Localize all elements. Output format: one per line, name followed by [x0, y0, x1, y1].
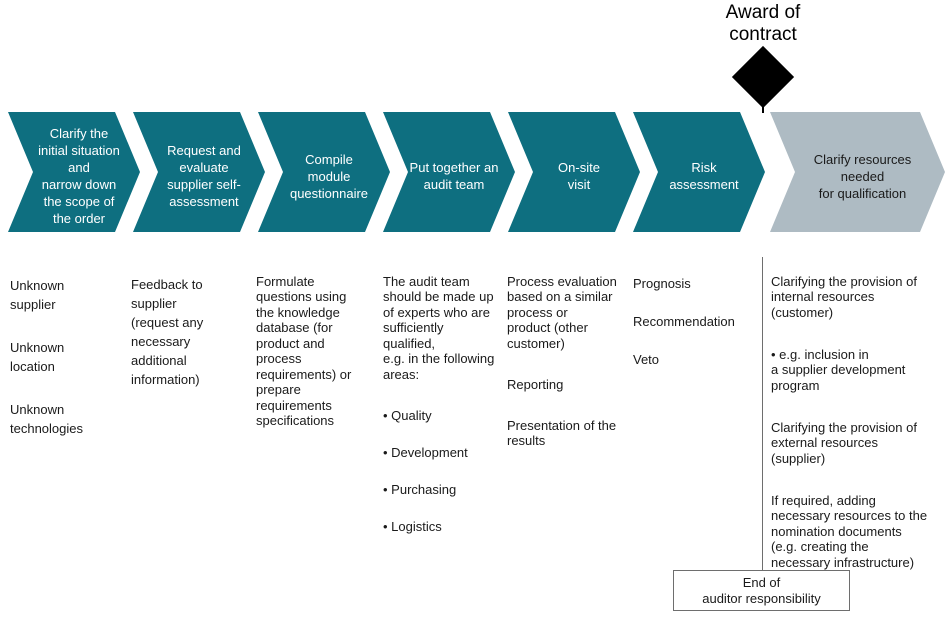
- paragraph: Prognosis: [633, 275, 691, 291]
- chevron-step-3-compile-questionnaire: Compile module questionnaire: [258, 112, 390, 232]
- chevron-step-2-label: Request and evaluate supplier self- asse…: [167, 143, 241, 209]
- step-2-details: Feedback to supplier (request any necess…: [131, 256, 247, 408]
- paragraph: The audit team should be made up of expe…: [383, 273, 495, 382]
- step-3-details: Formulate questions using the knowledge …: [256, 258, 382, 444]
- responsibility-boundary-line: [762, 257, 763, 570]
- bullet-item: • Logistics: [383, 518, 442, 534]
- paragraph: If required, adding necessary resources …: [771, 492, 928, 570]
- chevron-step-7-label: Clarify resources needed for qualificati…: [813, 151, 912, 201]
- end-of-auditor-responsibility-label: End of auditor responsibility: [702, 574, 821, 606]
- paragraph: Process evaluation based on a similar pr…: [507, 273, 617, 351]
- paragraph: • e.g. inclusion in a supplier developme…: [771, 346, 906, 393]
- step-6-details: Prognosis Recommendation Veto: [633, 260, 755, 383]
- chevron-step-5-on-site-visit: On-site visit: [508, 112, 640, 232]
- step-4-details: The audit team should be made up of expe…: [383, 258, 515, 550]
- step-5-details: Process evaluation based on a similar pr…: [507, 258, 633, 464]
- paragraph: Presentation of the results: [507, 417, 617, 449]
- paragraph: Unknown supplier: [10, 278, 65, 312]
- step-7-details: Clarifying the provision of internal res…: [771, 258, 939, 586]
- paragraph: Feedback to supplier (request any necess…: [131, 277, 204, 387]
- paragraph: Recommendation: [633, 313, 735, 329]
- chevron-step-5-label: On-site visit: [558, 160, 600, 192]
- chevron-step-1-clarify-initial-situation: Clarify the initial situation and narrow…: [8, 112, 140, 232]
- bullet-item: • Development: [383, 444, 468, 460]
- chevron-step-4-label: Put together an audit team: [409, 160, 499, 192]
- paragraph: Clarifying the provision of external res…: [771, 419, 917, 466]
- chevron-step-4-audit-team: Put together an audit team: [383, 112, 515, 232]
- paragraph: Reporting: [507, 376, 564, 392]
- paragraph: Unknown technologies: [10, 402, 83, 436]
- award-of-contract-label: Award of contract: [725, 2, 801, 45]
- bullet-item: • Quality: [383, 407, 432, 423]
- chevron-step-6-risk-assessment: Risk assessment: [633, 112, 765, 232]
- bullet-item: • Purchasing: [383, 481, 457, 497]
- paragraph: Unknown location: [10, 340, 65, 374]
- paragraph: Formulate questions using the knowledge …: [256, 273, 352, 429]
- step-1-details: Unknown supplier Unknown location Unknow…: [10, 257, 126, 457]
- milestone-diamond-icon: [731, 45, 795, 109]
- chevron-step-6-label: Risk assessment: [669, 160, 739, 192]
- paragraph: Clarifying the provision of internal res…: [771, 273, 917, 320]
- chevron-step-2-request-self-assessment: Request and evaluate supplier self- asse…: [133, 112, 265, 232]
- chevron-step-3-label: Compile module questionnaire: [289, 151, 369, 201]
- chevron-step-7-clarify-resources: Clarify resources needed for qualificati…: [770, 112, 945, 232]
- chevron-step-1-label: Clarify the initial situation and narrow…: [38, 126, 120, 226]
- end-of-auditor-responsibility-box: End of auditor responsibility: [673, 570, 850, 611]
- paragraph: Veto: [633, 351, 660, 367]
